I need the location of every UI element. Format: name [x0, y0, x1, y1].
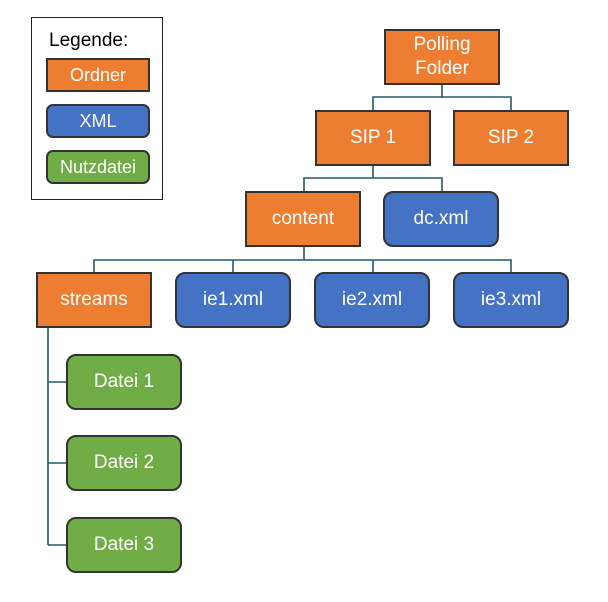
- connector-polling-to-sip2: [442, 96, 512, 110]
- node-datei3: Datei 3: [66, 517, 182, 573]
- connector-content-to-streams: [93, 247, 305, 272]
- connector-sip1-to-content: [303, 166, 374, 191]
- legend-item-ordner: Ordner: [46, 58, 150, 92]
- node-sip2: SIP 2: [453, 110, 569, 166]
- connector-content-to-ie3: [304, 259, 512, 272]
- node-polling-folder: Polling Folder: [384, 29, 500, 85]
- node-streams: streams: [36, 272, 152, 328]
- node-ie2-xml: ie2.xml: [314, 272, 430, 328]
- node-content: content: [245, 191, 361, 247]
- node-ie3-xml: ie3.xml: [453, 272, 569, 328]
- legend-title: Legende:: [49, 30, 129, 51]
- node-datei2: Datei 2: [66, 435, 182, 491]
- node-dc-xml: dc.xml: [383, 191, 499, 247]
- node-sip1: SIP 1: [315, 110, 431, 166]
- node-ie1-xml: ie1.xml: [175, 272, 291, 328]
- connector-sip1-to-dcxml: [373, 177, 443, 191]
- legend-item-nutzdatei: Nutzdatei: [46, 150, 150, 184]
- legend: Legende: Ordner XML Nutzdatei: [31, 17, 163, 200]
- connector-polling-to-sips: [372, 84, 443, 110]
- node-datei1: Datei 1: [66, 354, 182, 410]
- legend-item-xml: XML: [46, 104, 150, 138]
